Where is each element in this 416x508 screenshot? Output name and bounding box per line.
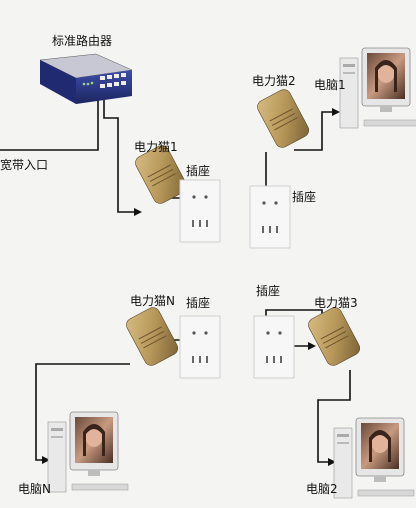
computer-2 bbox=[333, 417, 415, 499]
cable-broadband-to-router bbox=[0, 100, 99, 151]
cables bbox=[0, 100, 351, 466]
socket2-label: 插座 bbox=[292, 190, 317, 204]
computer2-label: 电脑2 bbox=[306, 482, 338, 496]
router-label: 标准路由器 bbox=[52, 34, 113, 48]
cable-modem3-to-pc2 bbox=[317, 370, 351, 466]
computerN-label: 电脑N bbox=[18, 482, 51, 496]
cable-modem2-to-pc1 bbox=[294, 108, 340, 151]
network-router-icon bbox=[39, 53, 133, 104]
modem1-label: 电力猫1 bbox=[134, 140, 178, 154]
socket-4 bbox=[253, 315, 295, 379]
cable-modemN-to-pcN bbox=[35, 363, 130, 464]
socket-2 bbox=[249, 185, 291, 249]
socket4-label: 插座 bbox=[256, 284, 281, 298]
broadband-label: 宽带入口 bbox=[0, 158, 49, 172]
socket-3 bbox=[179, 315, 221, 379]
computer-N bbox=[47, 411, 129, 493]
modemN-label: 电力猫N bbox=[130, 294, 175, 308]
socket3-label: 插座 bbox=[186, 296, 211, 310]
modem-1 bbox=[135, 145, 188, 204]
cable-router-to-modem1 bbox=[103, 100, 142, 216]
modem2-label: 电力猫2 bbox=[252, 74, 296, 88]
modem-2 bbox=[257, 89, 310, 148]
modem-N bbox=[126, 307, 179, 366]
socket1-label: 插座 bbox=[186, 164, 211, 178]
socket-1 bbox=[179, 179, 221, 243]
modem-3 bbox=[308, 307, 361, 366]
computer-1 bbox=[339, 47, 416, 129]
modem3-label: 电力猫3 bbox=[314, 296, 358, 310]
computer1-label: 电脑1 bbox=[314, 78, 346, 92]
